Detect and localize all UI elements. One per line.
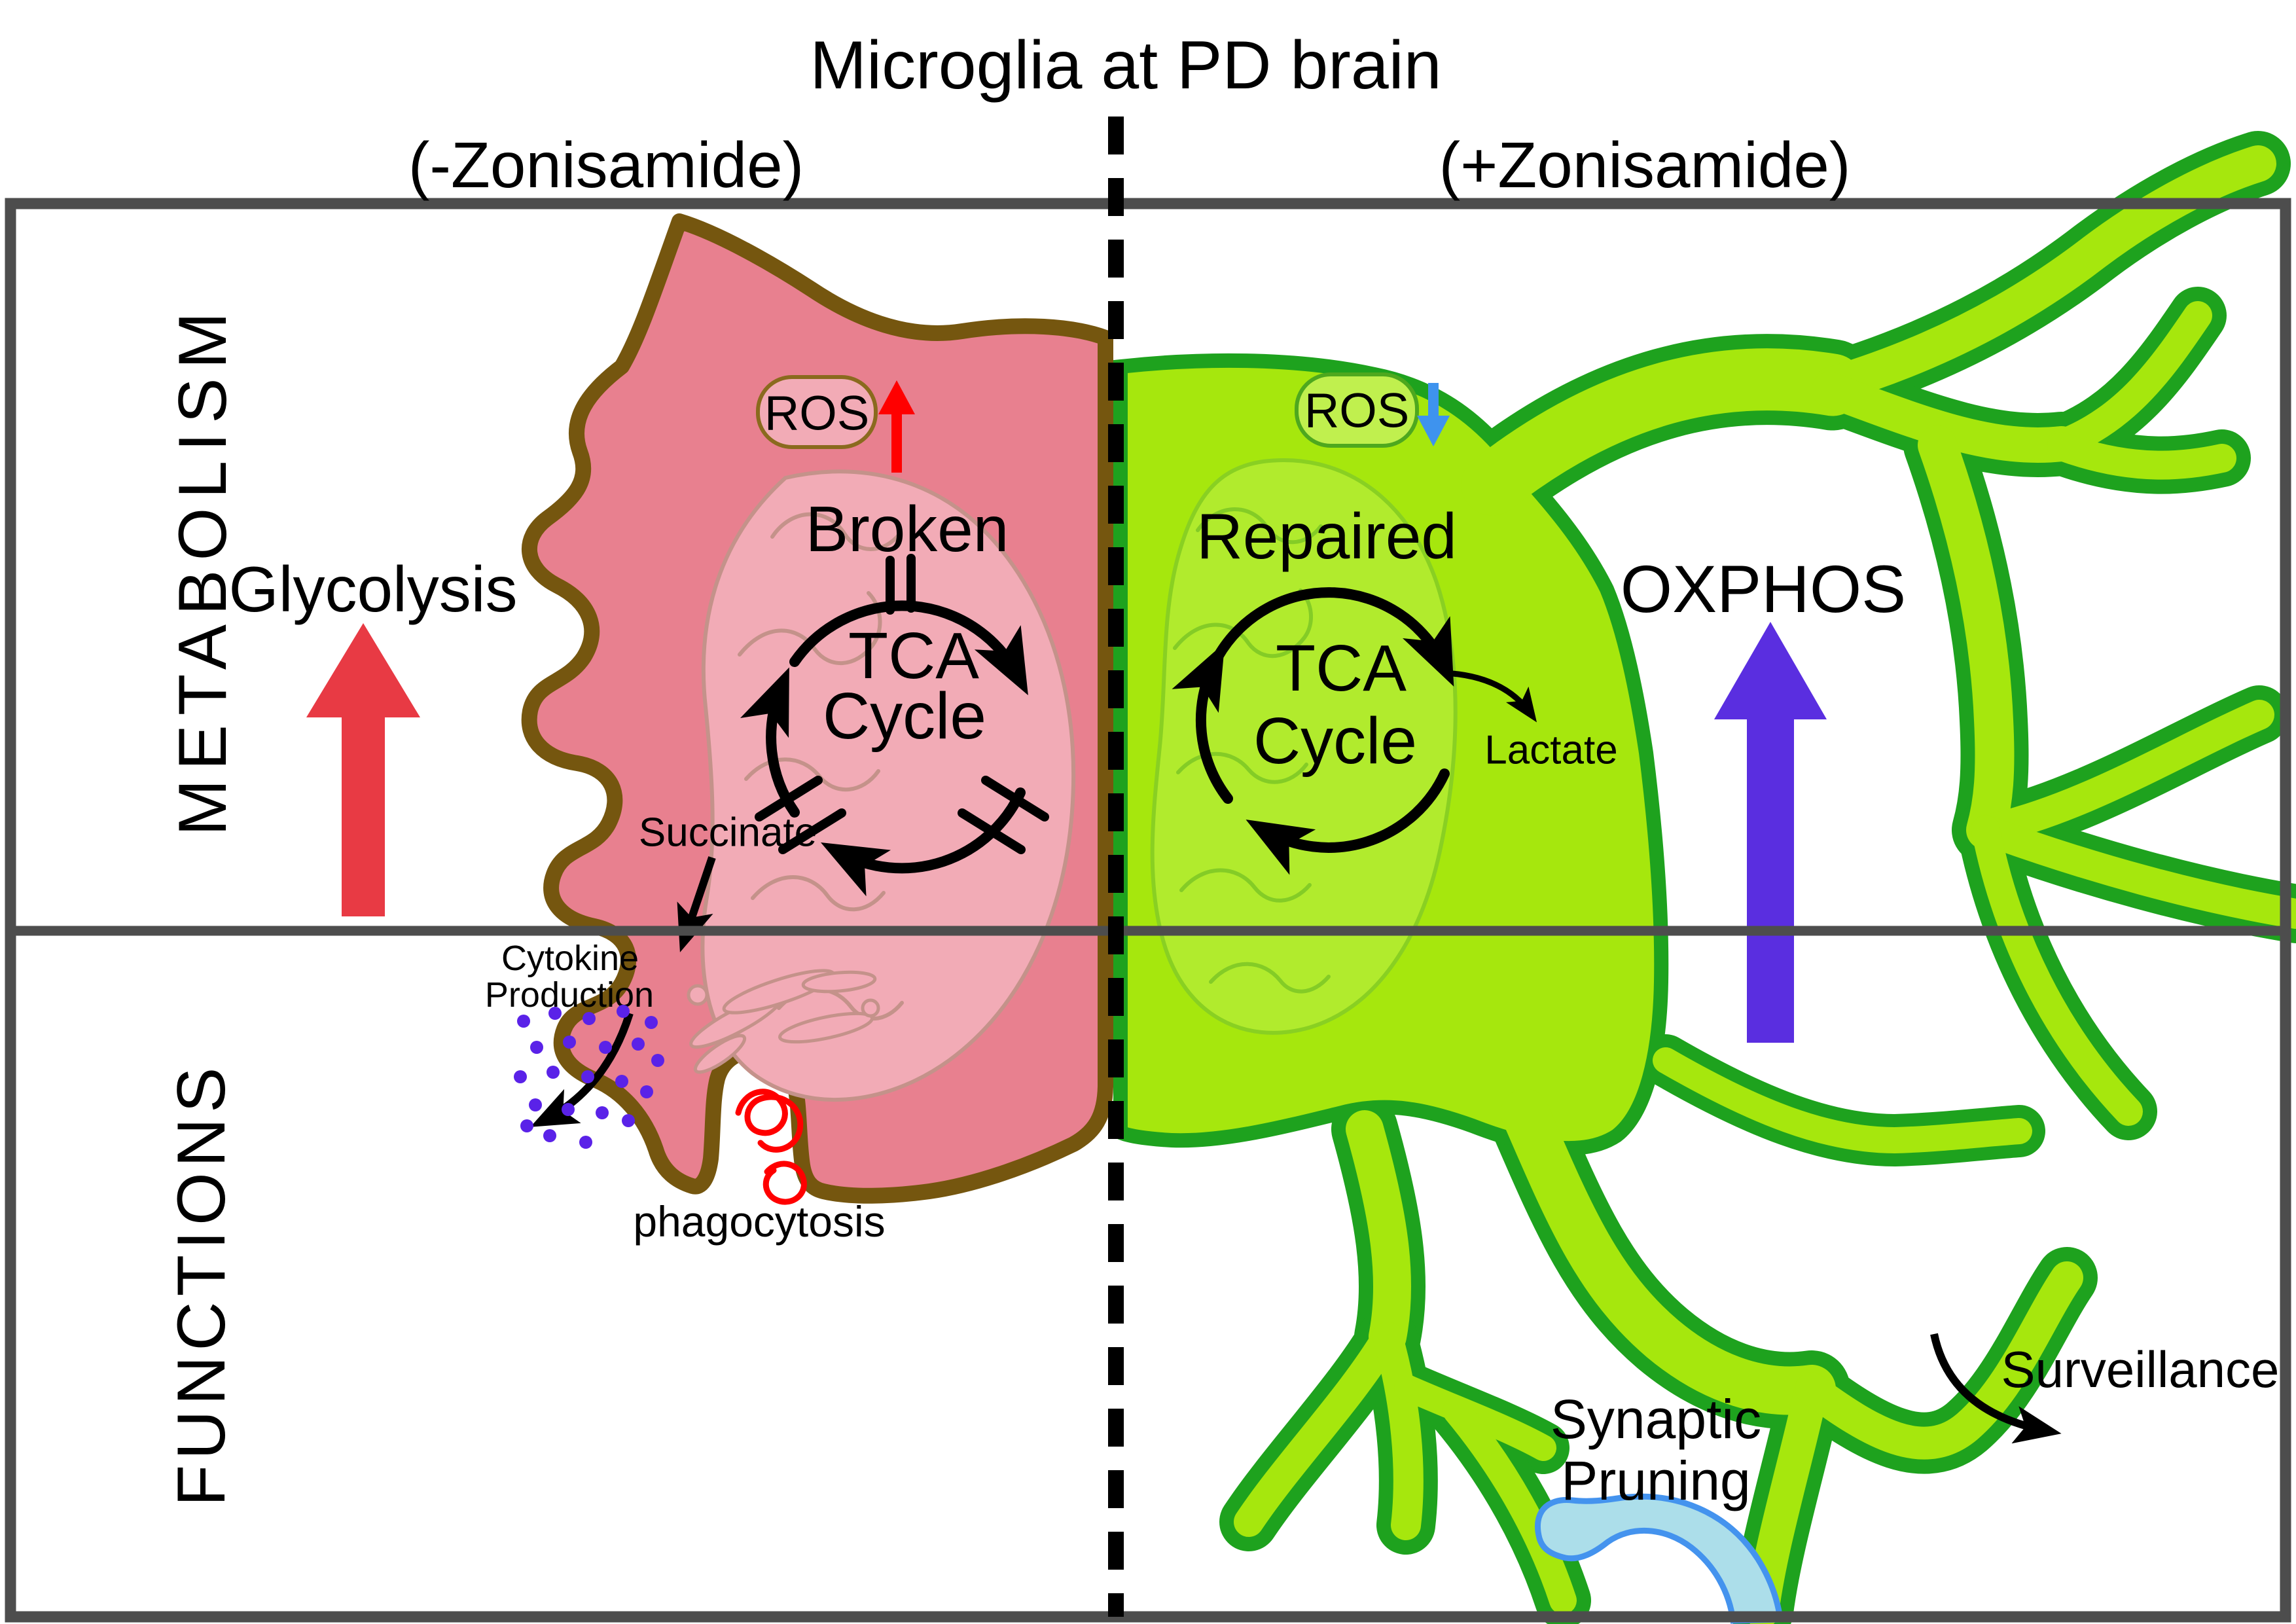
- left-column-header: (-Zonisamide): [408, 129, 804, 201]
- tca-label-line1: TCA: [1276, 632, 1407, 705]
- lactate-label: Lactate: [1484, 728, 1617, 773]
- quadrant-frame: [5, 117, 2291, 1623]
- tca-label-line1: TCA: [848, 619, 979, 693]
- phagocytosed-debris-squiggle: [735, 1089, 807, 1205]
- mito-state-label: Broken: [806, 493, 1009, 565]
- synaptic-pruning-label-line1: Synaptic: [1551, 1388, 1761, 1450]
- cytokine-secretion-arrow: [530, 1012, 634, 1127]
- succinate-arrow: [677, 856, 716, 952]
- oxphos-up-arrow: [1714, 622, 1827, 1043]
- ros-box-green: ROS: [1295, 372, 1419, 448]
- row-label-metabolism: METABOLISM: [165, 303, 241, 836]
- cytokine-label-line1: Cytokine: [501, 939, 639, 978]
- cytokine-dots: [514, 1005, 664, 1149]
- tca-break-marks: [755, 554, 1049, 854]
- ros-box-pink: ROS: [756, 375, 878, 449]
- surveillance-arrow: [1930, 1333, 2062, 1444]
- golgi-er: [687, 969, 880, 1074]
- phagocytosis-label: phagocytosis: [633, 1197, 885, 1246]
- lactate-arrow: [1443, 670, 1537, 723]
- left-microglia-cell: ROS Broken TCA Cycle Succinate Cytokine …: [485, 213, 1113, 1246]
- synaptic-pruning-label-line2: Pruning: [1561, 1450, 1751, 1511]
- figure-title: Microglia at PD brain: [810, 27, 1441, 103]
- tca-label-line2: Cycle: [1253, 704, 1417, 778]
- ros-down-arrow-icon: [1417, 383, 1450, 446]
- ros-label: ROS: [764, 386, 869, 441]
- branch-cores: [1234, 145, 2296, 1624]
- right-column-header: (+Zonisamide): [1439, 129, 1850, 201]
- succinate-label: Succinate: [639, 810, 817, 856]
- tca-label-line2: Cycle: [823, 679, 986, 753]
- oxphos-label: OXPHOS: [1621, 552, 1906, 626]
- surveillance-label: Surveillance: [2001, 1341, 2280, 1398]
- cristae: [1173, 507, 1331, 994]
- glycolysis-label: Glycolysis: [228, 553, 517, 625]
- ros-up-arrow-icon: [878, 380, 915, 473]
- row-label-functions: FUNCTIONS: [164, 1062, 240, 1507]
- tca-cycle-arrows-repaired: [1172, 587, 1454, 875]
- right-microglia-cell: ROS Repaired TCA Cycle Lactate: [1113, 131, 2296, 1624]
- mito-state-label: Repaired: [1196, 500, 1457, 572]
- ros-label: ROS: [1304, 384, 1409, 438]
- glycolysis-up-arrow: [306, 623, 420, 916]
